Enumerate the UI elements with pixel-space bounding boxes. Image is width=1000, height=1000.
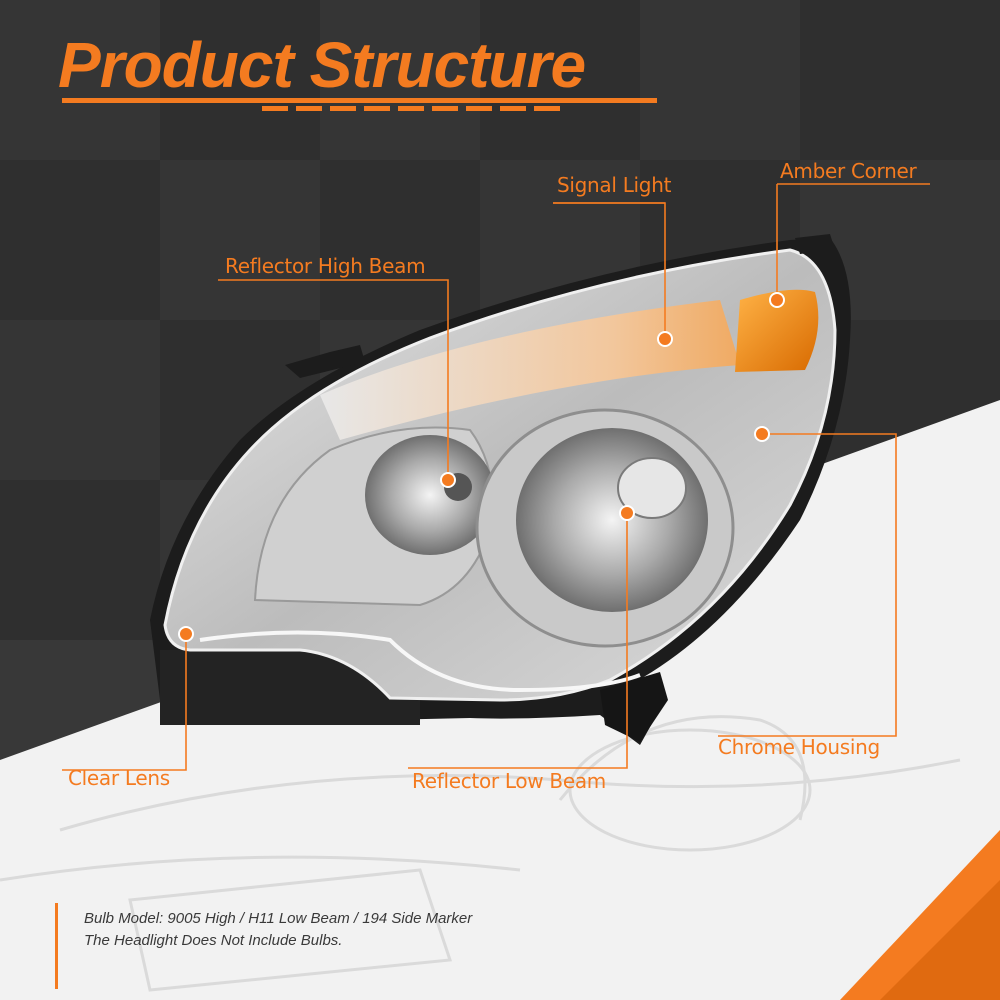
note-accent-bar <box>55 903 58 989</box>
signal-light-marker <box>657 331 673 347</box>
callout-markers <box>178 292 785 642</box>
reflector-low-beam-label: Reflector Low Beam <box>412 769 606 793</box>
title-underline <box>62 98 657 111</box>
bulb-model-note: Bulb Model: 9005 High / H11 Low Beam / 1… <box>84 910 473 927</box>
bulbs-not-included-note: The Headlight Does Not Include Bulbs. <box>84 932 343 949</box>
page-title: Product Structure <box>58 29 586 101</box>
chrome-housing-marker <box>754 426 770 442</box>
reflector-high-beam-label: Reflector High Beam <box>225 254 426 278</box>
headlight <box>150 234 851 745</box>
low-beam-marker <box>619 505 635 521</box>
high-beam-marker <box>440 472 456 488</box>
clear-lens-label: Clear Lens <box>68 766 170 790</box>
signal-light-label: Signal Light <box>557 173 672 197</box>
amber-corner-label: Amber Corner <box>780 159 917 183</box>
car-silhouette <box>0 715 961 992</box>
clear-lens-marker <box>178 626 194 642</box>
chrome-housing-label: Chrome Housing <box>718 735 880 759</box>
callout-lines <box>62 183 930 771</box>
amber-corner-marker <box>769 292 785 308</box>
